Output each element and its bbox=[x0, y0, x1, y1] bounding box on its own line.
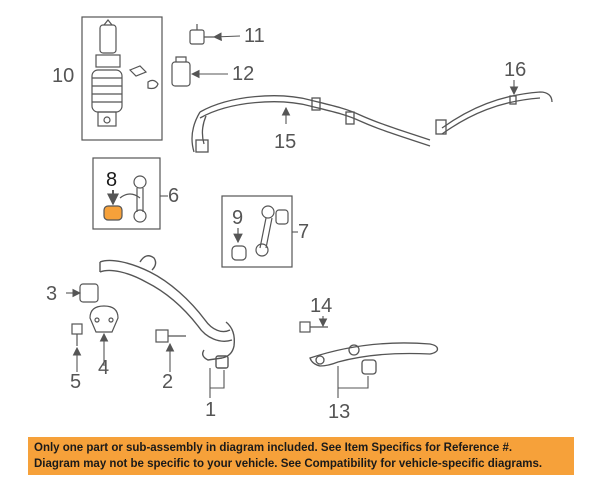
disclaimer-banner: Only one part or sub-assembly in diagram… bbox=[28, 437, 574, 475]
stabilizer-link-group bbox=[92, 157, 161, 230]
callout-16: 16 bbox=[504, 59, 526, 81]
link-bolt bbox=[155, 329, 186, 343]
callout-7: 7 bbox=[298, 221, 309, 243]
leader-lines bbox=[66, 32, 519, 398]
callout-10: 10 bbox=[52, 65, 74, 87]
hydraulic-line-assembly bbox=[191, 95, 431, 153]
bushing-bracket bbox=[89, 305, 119, 333]
shock-absorber-group bbox=[81, 16, 163, 141]
shock-absorber-box bbox=[81, 16, 163, 141]
callout-15: 15 bbox=[274, 131, 296, 153]
stabilizer-bar bbox=[99, 255, 236, 369]
stabilizer-link-box bbox=[92, 157, 161, 230]
disclaimer-line-1: Only one part or sub-assembly in diagram… bbox=[34, 442, 513, 454]
callout-8: 8 bbox=[106, 169, 117, 191]
stabilizer-link-group-2 bbox=[221, 195, 293, 268]
lower-control-arm bbox=[309, 342, 439, 375]
callout-14: 14 bbox=[310, 295, 332, 317]
callout-9: 9 bbox=[232, 207, 243, 229]
callout-6: 6 bbox=[168, 185, 179, 207]
callout-12: 12 bbox=[232, 63, 254, 85]
pressure-line bbox=[435, 91, 553, 135]
callout-5: 5 bbox=[70, 371, 81, 393]
bushing-highlighted bbox=[103, 205, 123, 221]
disclaimer-line-2: Diagram may not be specific to your vehi… bbox=[34, 458, 543, 470]
callout-11: 11 bbox=[244, 25, 265, 47]
sensor-bolt bbox=[189, 24, 214, 45]
callout-4: 4 bbox=[98, 357, 109, 379]
callout-1: 1 bbox=[205, 399, 216, 421]
callout-2: 2 bbox=[162, 371, 173, 393]
arm-bolt bbox=[299, 321, 328, 333]
height-sensor bbox=[171, 56, 191, 87]
callout-13: 13 bbox=[328, 401, 350, 423]
bar-bushing bbox=[79, 283, 99, 303]
callout-3: 3 bbox=[46, 283, 57, 305]
bracket-bolt bbox=[71, 323, 83, 346]
